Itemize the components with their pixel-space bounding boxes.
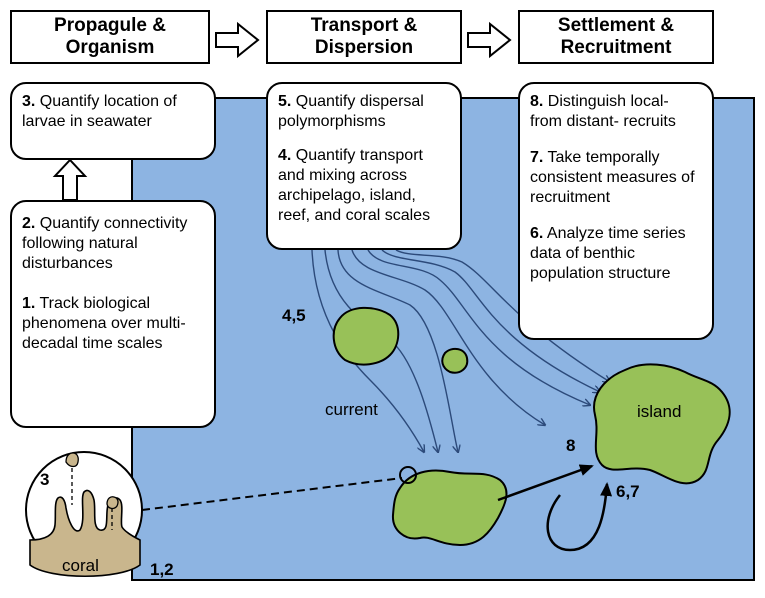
header-line: Recruitment (560, 37, 672, 58)
dashed-connector (141, 477, 403, 511)
header-line: Propagule & (54, 15, 166, 36)
box-item: 4. Quantify transport and mixing across … (278, 146, 450, 226)
island-reef (391, 469, 508, 547)
source-circle (399, 466, 417, 484)
larva-1 (65, 452, 79, 468)
item-number: 6. (530, 225, 544, 242)
item-text: Quantify dispersal polymorphisms (278, 93, 424, 130)
item-text: Quantify connectivity following natural … (22, 215, 188, 272)
box-item: 6. Analyze time series data of benthic p… (530, 224, 702, 284)
item-number: 2. (22, 215, 36, 232)
label-6-7: 6,7 (616, 482, 640, 501)
header-arrow-2 (467, 21, 512, 59)
item-text: Quantify location of larvae in seawater (22, 93, 177, 130)
current-lines (311, 249, 610, 452)
item-number: 4. (278, 147, 292, 164)
up-arrow (52, 158, 88, 201)
item-number: 8. (530, 93, 544, 110)
item-text: Analyze time series data of benthic popu… (530, 225, 686, 282)
item-number: 5. (278, 93, 292, 110)
recruit-arrow-local (546, 482, 613, 552)
item-number: 3. (22, 93, 36, 110)
box-transport: 5. Quantify dispersal polymorphisms 4. Q… (266, 82, 462, 250)
box-item: 2. Quantify connectivity following natur… (22, 214, 204, 274)
header-settlement: Settlement &Recruitment (518, 10, 714, 64)
label-4-5: 4,5 (282, 306, 306, 325)
header-transport: Transport &Dispersion (266, 10, 462, 64)
header-arrow-1 (215, 21, 260, 59)
label-8: 8 (566, 436, 576, 455)
label-1-2: 1,2 (150, 560, 174, 579)
island-small-1 (332, 306, 400, 366)
box-item: 7. Take temporally consistent measures o… (530, 148, 702, 208)
box-item: 8. Distinguish local- from distant- recr… (530, 92, 702, 132)
box-item: 1. Track biological phenomena over multi… (22, 294, 204, 354)
box-larvae: 3. Quantify location of larvae in seawat… (10, 82, 216, 160)
label-island: island (637, 402, 682, 421)
label-current: current (325, 400, 378, 419)
item-number: 7. (530, 149, 544, 166)
header-line: Transport & (310, 15, 418, 36)
item-text: Take temporally consistent measures of r… (530, 149, 695, 206)
recruit-arrow-distant (497, 464, 594, 502)
label-3: 3 (40, 470, 50, 489)
header-line: Organism (65, 37, 155, 58)
label-coral: coral (62, 556, 99, 575)
item-text: Quantify transport and mixing across arc… (278, 147, 431, 224)
box-item: 5. Quantify dispersal polymorphisms (278, 92, 450, 132)
box-item: 3. Quantify location of larvae in seawat… (22, 92, 204, 132)
header-line: Settlement & (557, 15, 675, 36)
item-text: Track biological phenomena over multi-de… (22, 295, 186, 352)
larva-2 (106, 496, 119, 510)
header-line: Dispersion (314, 37, 414, 58)
island-main (593, 363, 731, 485)
island-small-2 (441, 347, 469, 374)
box-settlement: 8. Distinguish local- from distant- recr… (518, 82, 714, 340)
box-disturbance: 2. Quantify connectivity following natur… (10, 200, 216, 428)
header-propagule: Propagule &Organism (10, 10, 210, 64)
item-number: 1. (22, 295, 36, 312)
item-text: Distinguish local- from distant- recruit… (530, 93, 676, 130)
